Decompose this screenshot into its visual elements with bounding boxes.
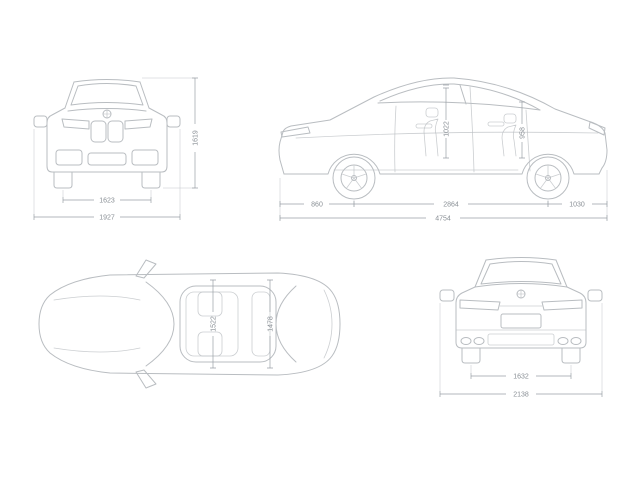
rear-dimension-lines bbox=[439, 373, 603, 397]
mirror-right bbox=[166, 115, 181, 128]
top-dimension-lines bbox=[210, 279, 273, 369]
dim-front-height: 1619 bbox=[193, 130, 200, 146]
side-dimension-lines bbox=[279, 84, 608, 221]
dim-overall-length: 4754 bbox=[435, 216, 451, 223]
dim-headroom-rear: 958 bbox=[520, 127, 527, 139]
exhaust-tips bbox=[460, 337, 582, 345]
b-pillar bbox=[459, 84, 467, 105]
taillight-right bbox=[541, 299, 583, 311]
wheel-front-left bbox=[53, 171, 73, 189]
bmw-roundel-icon bbox=[102, 109, 112, 119]
bmw-roundel-icon bbox=[516, 289, 526, 299]
rear-window bbox=[480, 261, 562, 285]
windshield-top bbox=[145, 281, 175, 367]
rear-view-car-drawing bbox=[439, 257, 603, 364]
dim-front-overhang: 860 bbox=[311, 202, 323, 209]
taillight-side bbox=[588, 121, 606, 136]
dim-headroom-front: 1022 bbox=[444, 121, 451, 137]
kidney-grille-right bbox=[107, 120, 124, 143]
headlight-left bbox=[61, 118, 90, 130]
glasshouse bbox=[379, 83, 541, 111]
top-view-car-drawing bbox=[38, 259, 341, 389]
wheel-rear-left bbox=[461, 347, 481, 364]
mirror-top-right bbox=[135, 369, 157, 389]
mirror-left bbox=[439, 289, 455, 302]
side-view-car-drawing bbox=[278, 77, 608, 200]
wheel-front-right bbox=[141, 171, 161, 189]
dim-interior-width-front: 1522 bbox=[211, 316, 218, 332]
dim-rear-track: 1632 bbox=[513, 374, 529, 381]
kidney-grille-left bbox=[90, 120, 107, 143]
front-dimension-lines bbox=[33, 77, 198, 220]
dim-front-track: 1623 bbox=[99, 198, 115, 205]
dim-wheelbase: 2864 bbox=[443, 202, 459, 209]
dim-width-incl-mirrors: 2138 bbox=[513, 392, 529, 399]
dim-rear-overhang: 1030 bbox=[569, 202, 585, 209]
rear-window-top bbox=[275, 285, 297, 363]
front-extension-lines bbox=[33, 77, 195, 214]
door-handle-front bbox=[415, 123, 433, 129]
mirror-right bbox=[587, 289, 603, 302]
headlight-right bbox=[124, 118, 153, 130]
dim-interior-width-rear: 1478 bbox=[268, 316, 275, 332]
top-view: 1522 1478 bbox=[38, 259, 341, 389]
front-view-car-drawing bbox=[33, 79, 181, 189]
wheel-rear bbox=[526, 156, 570, 200]
wheel-front bbox=[332, 156, 376, 200]
taillight-left bbox=[459, 299, 501, 311]
seats-side bbox=[423, 107, 517, 157]
dim-front-overall-width: 1927 bbox=[99, 215, 115, 222]
rear-extension-lines bbox=[439, 303, 603, 391]
rear-view: 1632 2138 bbox=[439, 257, 603, 399]
wheel-rear-right bbox=[561, 347, 581, 364]
headlight-side bbox=[280, 126, 311, 138]
mirror-top-left bbox=[135, 259, 157, 279]
side-view: 1022 958 860 2864 1030 4754 bbox=[278, 77, 608, 223]
roof-outline bbox=[179, 285, 277, 363]
diffuser bbox=[487, 333, 555, 346]
seats-top bbox=[197, 291, 271, 357]
door-handle-rear bbox=[487, 121, 505, 127]
license-plate bbox=[500, 313, 542, 329]
mirror-left bbox=[33, 115, 48, 128]
front-view: 1623 1927 1619 bbox=[33, 77, 200, 222]
spoiler bbox=[474, 283, 568, 288]
side-extension-lines bbox=[279, 170, 608, 220]
